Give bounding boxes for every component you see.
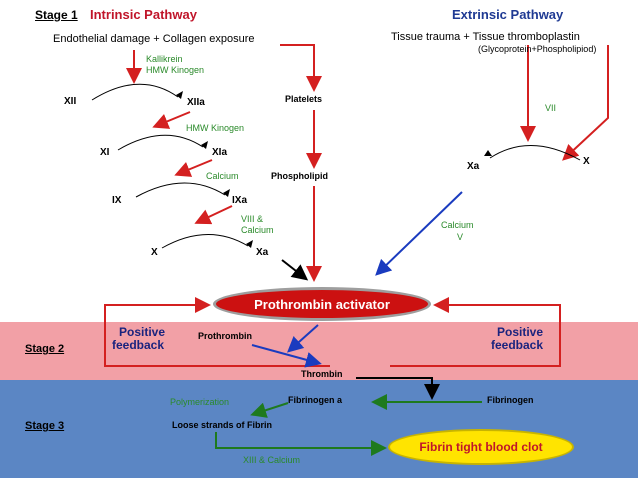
- stage2-label: Stage 2: [25, 343, 65, 355]
- calcium-label-extrinsic: Calcium: [441, 220, 474, 230]
- arrowhead-ixa: [223, 189, 230, 197]
- arc-ix-ixa: [135, 182, 226, 198]
- arrow-activator-thrombin: [287, 324, 319, 353]
- factor-v: V: [457, 232, 464, 242]
- hmw-kinogen-label-1: HMW Kinogen: [146, 65, 205, 75]
- arrow-ixa-x: [194, 205, 233, 225]
- factor-xia: XIa: [212, 147, 228, 158]
- phospholipid-label: Phospholipid: [271, 171, 328, 181]
- positive-feedback-right-line2: feedback: [491, 338, 544, 352]
- intrinsic-trigger: Endothelial damage + Collagen exposure: [53, 33, 255, 45]
- arrowhead-xiia: [176, 91, 183, 99]
- arrowhead-xa: [246, 240, 253, 248]
- extrinsic-trigger-sub: (Glycoprotein+Phospholipiod): [478, 44, 597, 54]
- factor-x: X: [151, 247, 158, 258]
- arrow-xa-activator: [281, 259, 309, 281]
- extrinsic-title: Extrinsic Pathway: [452, 7, 564, 22]
- stage1-label: Stage 1: [35, 8, 78, 22]
- intrinsic-title: Intrinsic Pathway: [90, 7, 197, 22]
- arc-x-xa-extrinsic: [489, 145, 581, 161]
- arrow-extrinsic-right: [562, 45, 609, 161]
- arrow-prothrombin-thrombin: [251, 344, 322, 368]
- loose-strands-label: Loose strands of Fibrin: [172, 420, 273, 430]
- fibrin-clot: Fibrin tight blood clot: [388, 429, 574, 465]
- arc-xii-xiia: [91, 83, 179, 101]
- arrow-thrombin-fibrinogen: [356, 377, 440, 400]
- arrow-loose-clot: [215, 432, 387, 456]
- calcium-label-intrinsic: Calcium: [206, 171, 239, 181]
- factor-ixa: IXa: [232, 195, 248, 206]
- arrow-fibrinogen-a-loose: [250, 402, 289, 418]
- arrowhead-xa-extrinsic: [484, 150, 492, 156]
- arc-x-xa: [161, 234, 249, 249]
- polymerization-label: Polymerization: [170, 397, 230, 407]
- factor-x-extrinsic: X: [583, 156, 590, 167]
- viii-calcium-line2: Calcium: [241, 225, 274, 235]
- viii-calcium-line1: VIII &: [241, 214, 264, 224]
- factor-xa: Xa: [256, 247, 269, 258]
- kallikrein-label: Kallikrein: [146, 54, 183, 64]
- arrow-extrinsic-activator: [375, 191, 463, 276]
- arrow-xiia-xi: [152, 111, 191, 129]
- factor-vii: VII: [545, 103, 557, 113]
- arrow-xia-ix: [174, 159, 213, 177]
- arrow-collagen-platelets: [280, 44, 322, 92]
- fibrinogen-label: Fibrinogen: [487, 395, 534, 405]
- extrinsic-trigger: Tissue trauma + Tissue thromboplastin: [391, 31, 580, 43]
- prothrombin-label: Prothrombin: [198, 331, 252, 341]
- arrowhead-xia: [201, 141, 208, 149]
- factor-ix: IX: [112, 195, 122, 206]
- positive-feedback-left-line1: Positive: [119, 325, 166, 339]
- factor-xii: XII: [64, 96, 77, 107]
- feedback-left-loop: [104, 297, 330, 367]
- positive-feedback-left-line2: feedback: [112, 338, 165, 352]
- platelets-label: Platelets: [285, 94, 323, 104]
- factor-xiia: XIIa: [187, 97, 205, 108]
- hmw-kinogen-label-2: HMW Kinogen: [186, 123, 245, 133]
- xiii-calcium-label: XIII & Calcium: [243, 455, 301, 465]
- stage3-label: Stage 3: [25, 420, 65, 432]
- fibrinogen-a-label: Fibrinogen a: [288, 395, 342, 405]
- arc-xi-xia: [117, 134, 204, 151]
- factor-xa-extrinsic: Xa: [467, 161, 480, 172]
- prothrombin-activator: Prothrombin activator: [213, 287, 431, 321]
- positive-feedback-right-line1: Positive: [497, 325, 544, 339]
- stage2-band: [0, 322, 638, 380]
- thrombin-label: Thrombin: [301, 369, 343, 379]
- factor-xi: XI: [100, 147, 110, 158]
- feedback-right-loop: [390, 297, 561, 367]
